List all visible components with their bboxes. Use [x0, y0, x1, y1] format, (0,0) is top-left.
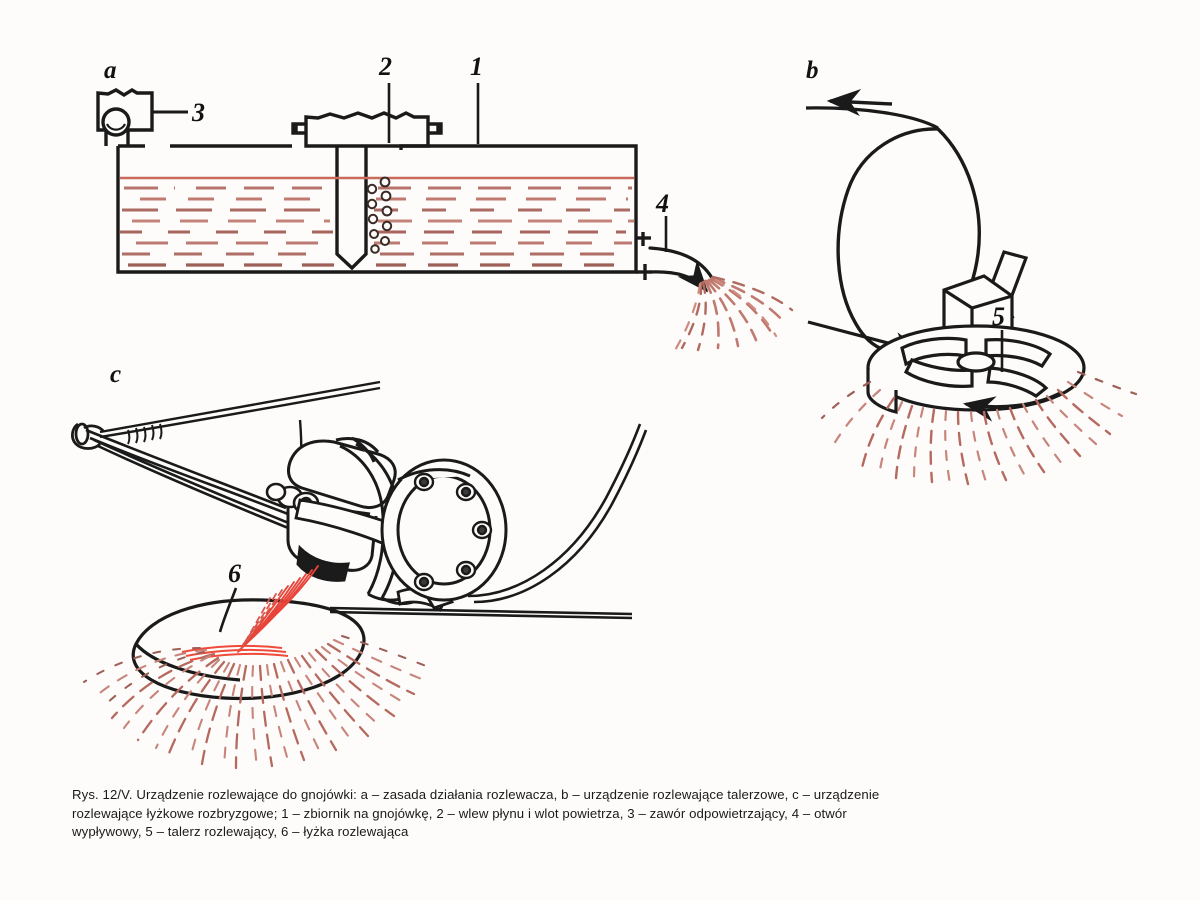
- upper-hose: [99, 380, 381, 439]
- panel-a-principle-of-operation: a 3: [96, 52, 794, 354]
- filler-tube: [335, 146, 368, 271]
- callout-5-label: 5: [992, 302, 1005, 331]
- flow-direction-arrow-top: [826, 88, 893, 117]
- right-hoses: [329, 423, 648, 620]
- spoon-impact-jet: [237, 565, 319, 655]
- panel-b-disc-spreader: b: [805, 57, 1138, 486]
- spoon-spray-origin: [181, 644, 289, 661]
- panel-a-label: a: [104, 57, 117, 84]
- panel-b-label: b: [806, 57, 819, 84]
- upper-feed-arm: [805, 106, 939, 130]
- panel-c-label: c: [110, 361, 121, 388]
- caption-line-2: rozlewające łyżkowe rozbryzgowe; 1 – zbi…: [72, 805, 847, 821]
- spreading-spoon: [131, 598, 366, 701]
- hose-binding-wraps: [127, 423, 163, 445]
- spreading-disc: [866, 324, 1086, 415]
- flange-bolts: [413, 472, 493, 592]
- hook-eyelet: [71, 422, 106, 450]
- callout-6-label: 6: [228, 559, 241, 588]
- support-tie-rod: [85, 428, 299, 534]
- panel-c-spoon-spreader: c: [71, 361, 648, 770]
- figure-caption: Rys. 12/V. Urządzenie rozlewające do gno…: [72, 786, 1142, 842]
- disc-spray-fan: [820, 370, 1138, 486]
- air-bubble-chain: [366, 176, 393, 254]
- caption-line-3: wypływowy, 5 – talerz rozlewający, 6 – ł…: [72, 824, 409, 840]
- spoon-spray-fan: [83, 635, 437, 770]
- callout-2-label: 2: [378, 52, 392, 81]
- callout-3-label: 3: [191, 98, 205, 127]
- tank-liquid-hatching: [120, 176, 634, 267]
- outlet-spray-fan: [672, 275, 794, 354]
- callout-1-label: 1: [470, 52, 483, 81]
- callout-4-label: 4: [655, 189, 669, 218]
- vent-valve-housing: [96, 88, 154, 146]
- caption-line-1: Rys. 12/V. Urządzenie rozlewające do gno…: [72, 787, 880, 802]
- disc-rotation-arrow: [962, 390, 1063, 422]
- outlet-jet-streamlines: [648, 246, 714, 293]
- callout-6-leader: [218, 587, 238, 633]
